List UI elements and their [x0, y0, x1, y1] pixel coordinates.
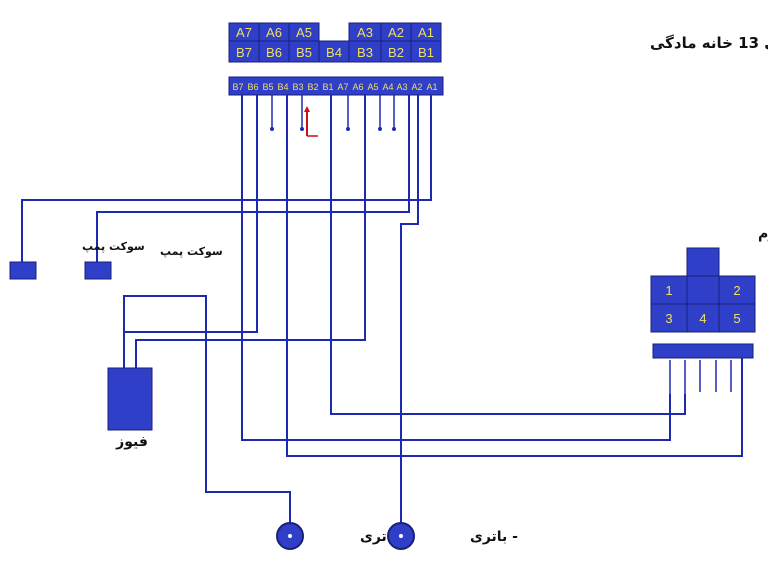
pin-a6: A6 — [352, 82, 363, 92]
pin-a3: A3 — [396, 82, 407, 92]
fuse-label: فیوز — [115, 434, 148, 450]
socket13-top-a6: A6 — [266, 25, 282, 40]
valve-cell-4: 4 — [699, 311, 706, 326]
socket13-bottom-b1: B1 — [418, 45, 434, 60]
pin-a1: A1 — [426, 82, 437, 92]
socket13-bottom-b2: B2 — [388, 45, 404, 60]
battery-negative-terminal — [387, 522, 415, 550]
fuse-body — [107, 367, 153, 431]
pump-socket-left — [9, 261, 37, 280]
socket13-top-a2: A2 — [388, 25, 404, 40]
pin-b4: B4 — [277, 82, 288, 92]
socket13-top-a1: A1 — [418, 25, 434, 40]
socket13-pin-strip — [228, 76, 444, 96]
pin-b7: B7 — [232, 82, 243, 92]
pin-b6: B6 — [247, 82, 258, 92]
socket13-top-a3: A3 — [357, 25, 373, 40]
socket13-bottom-b6: B6 — [266, 45, 282, 60]
pin-a5: A5 — [367, 82, 378, 92]
pin-a2: A2 — [411, 82, 422, 92]
valve-socket-title: سوکت نری ولوم — [758, 226, 768, 242]
socket13-top-row-labels: A7 A6 A5 A3 A2 A1 — [236, 25, 434, 40]
socket13-bottom-row-labels: B7 B6 B5 B4 B3 B2 B1 — [236, 45, 434, 60]
valve-socket-pin-strip — [652, 343, 754, 359]
socket13-pin-strip-labels: B7 B6 B5 B4 B3 B2 B1 A7 A6 A5 A4 A3 A2 A… — [232, 82, 437, 92]
socket13-bottom-b4: B4 — [326, 45, 342, 60]
pin-b1: B1 — [322, 82, 333, 92]
socket13-title: سوکت قهوه ای 13 خانه مادگی — [650, 34, 768, 52]
pin-b2: B2 — [307, 82, 318, 92]
valve-cell-1: 1 — [665, 283, 672, 298]
socket13-pin-stubs — [270, 95, 396, 131]
valve-socket-body — [650, 247, 756, 333]
pump-socket-left-label: سوکت پمپ — [82, 240, 145, 253]
valve-socket-cell-labels: 1 2 3 4 5 — [665, 283, 740, 326]
pin-b5: B5 — [262, 82, 273, 92]
valve-cell-5: 5 — [733, 311, 740, 326]
battery-negative-label: - باتری — [470, 529, 518, 545]
socket13-bottom-b7: B7 — [236, 45, 252, 60]
socket13-bottom-b3: B3 — [357, 45, 373, 60]
wires — [21, 95, 743, 522]
pin-a7: A7 — [337, 82, 348, 92]
pump-socket-right-label: سوکت پمپ — [160, 245, 223, 258]
pump-socket-right — [84, 261, 112, 280]
valve-cell-2: 2 — [733, 283, 740, 298]
red-marker — [304, 106, 318, 137]
pin-a4: A4 — [382, 82, 393, 92]
socket13-top-a5: A5 — [296, 25, 312, 40]
pin-b3: B3 — [292, 82, 303, 92]
battery-positive-terminal — [276, 522, 304, 550]
socket13-body — [228, 22, 442, 63]
valve-cell-3: 3 — [665, 311, 672, 326]
socket13-top-a7: A7 — [236, 25, 252, 40]
socket13-bottom-b5: B5 — [296, 45, 312, 60]
